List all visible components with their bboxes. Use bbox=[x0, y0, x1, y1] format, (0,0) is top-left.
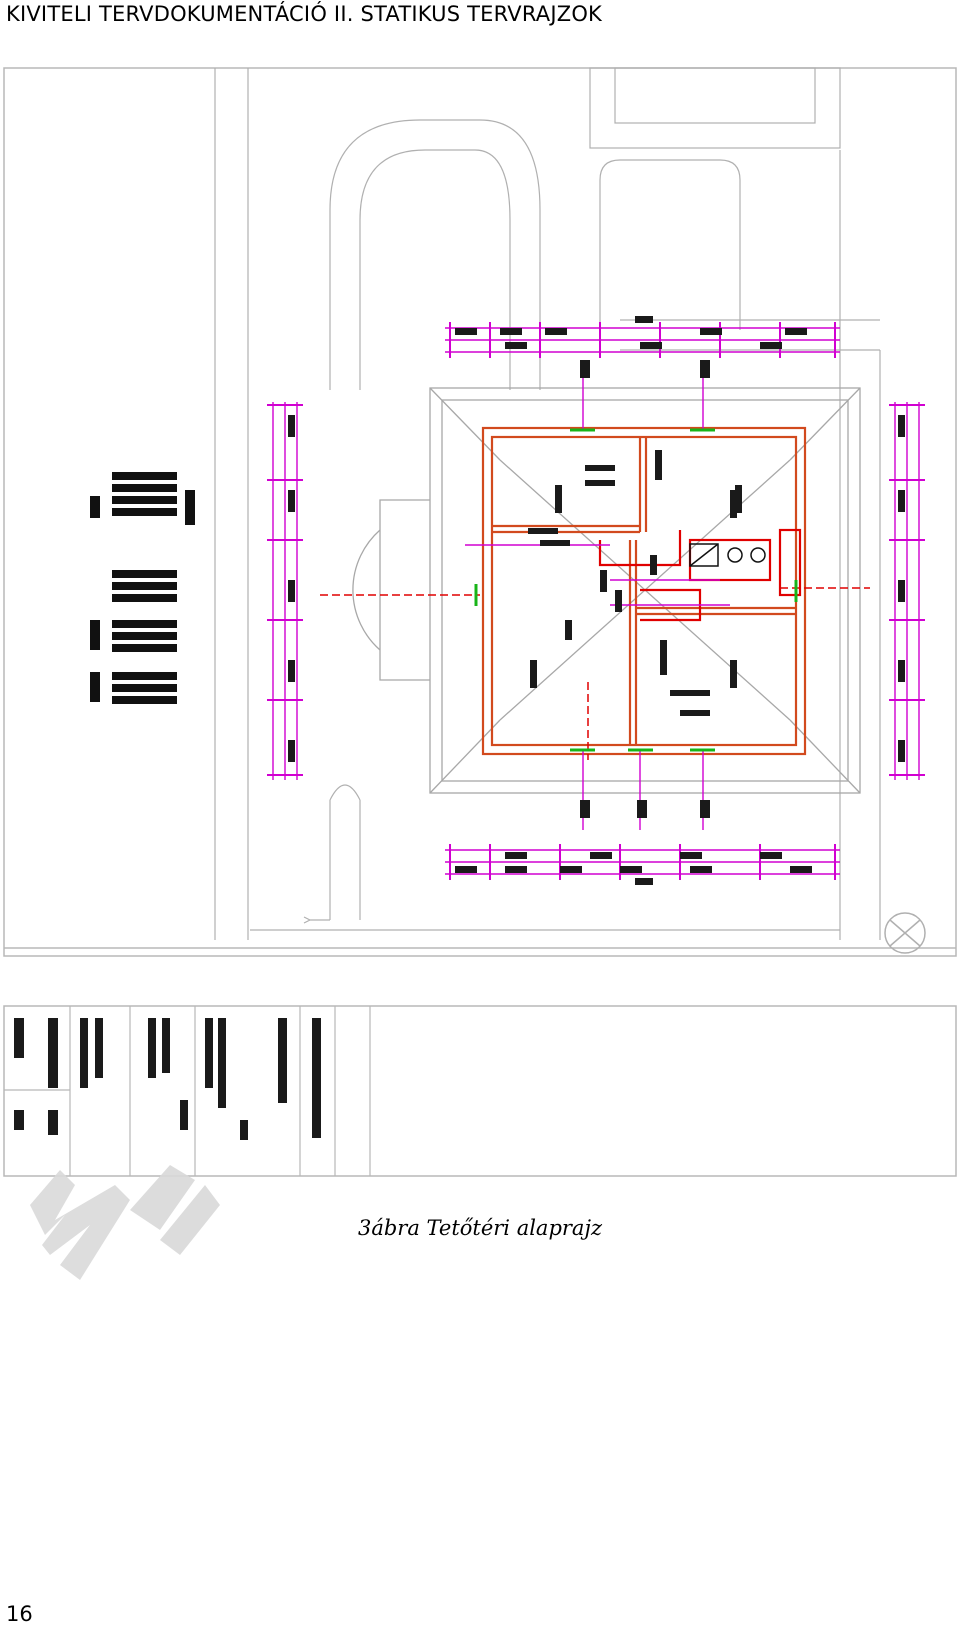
title-block-text bbox=[14, 1018, 321, 1140]
plan-frame bbox=[3, 67, 957, 1177]
title-block bbox=[4, 1006, 371, 1176]
opening-markers bbox=[474, 428, 798, 752]
stair-symbol bbox=[689, 543, 766, 567]
site-outline bbox=[214, 67, 881, 940]
document-header: KIVITELI TERVDOKUMENTÁCIÓ II. STATIKUS T… bbox=[6, 2, 603, 26]
north-arrow-symbol bbox=[884, 912, 926, 954]
legend-schedule bbox=[90, 472, 195, 704]
dimension-ticks bbox=[267, 322, 925, 880]
roof-outline bbox=[352, 387, 861, 794]
figure-caption: 3ábra Tetőtéri alaprajz bbox=[357, 1216, 603, 1240]
dimension-labels bbox=[288, 316, 905, 885]
roof-floor-plan-drawing bbox=[3, 67, 957, 1177]
page-number: 16 bbox=[6, 1602, 33, 1626]
watermark-logo bbox=[30, 1165, 220, 1280]
dimension-lines bbox=[272, 327, 920, 875]
